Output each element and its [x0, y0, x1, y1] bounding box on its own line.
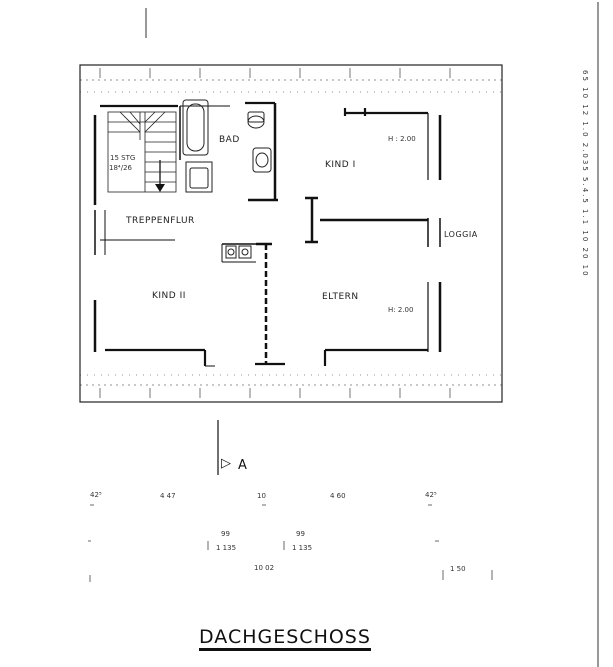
stairs-ratio: 18⁴/26 [109, 164, 132, 172]
window-marks [99, 68, 451, 398]
dim-label: 42⁵ [90, 491, 102, 499]
dim-label: 1 135 [292, 544, 313, 552]
bottom-walls [105, 348, 428, 367]
top-walls [100, 101, 428, 116]
dim-label: 4 47 [160, 492, 176, 500]
kitchenette-fixtures [225, 245, 252, 259]
room-label-treppenflur: TREPPENFLUR [126, 216, 195, 226]
room-label-loggia: LOGGIA [444, 230, 478, 239]
dim-label: 1 50 [450, 565, 466, 573]
dim-label: 99 [221, 530, 230, 538]
section-label: A [238, 458, 247, 473]
height-kind1: H : 2.00 [388, 135, 416, 143]
section-arrow-icon: ▷ [221, 456, 231, 471]
room-label-eltern: ELTERN [322, 292, 359, 302]
stairs-count: 15 STG [110, 154, 136, 162]
knee-walls [93, 113, 442, 352]
dimension-ticks [88, 504, 493, 582]
room-label-kind1: KIND I [325, 160, 356, 170]
dim-label: 42⁵ [425, 491, 437, 499]
dim-label: 4 60 [330, 492, 346, 500]
room-label-bad: BAD [219, 135, 240, 145]
dim-label: 99 [296, 530, 305, 538]
bathroom-fixtures [182, 99, 272, 193]
height-eltern: H: 2.00 [388, 306, 414, 314]
dim-label: 10 02 [254, 564, 275, 572]
right-edge-dimensions: 65 10 12 1.0 2.035 5.4.5 1.1 10 20 10 [581, 70, 589, 278]
dim-label: 10 [257, 492, 266, 500]
roof-outline [79, 64, 503, 403]
plan-title: DACHGESCHOSS [199, 628, 371, 651]
staircase [107, 111, 177, 193]
interior-walls [100, 103, 428, 364]
room-label-kind2: KIND II [152, 291, 186, 301]
dim-label: 1 135 [216, 544, 237, 552]
